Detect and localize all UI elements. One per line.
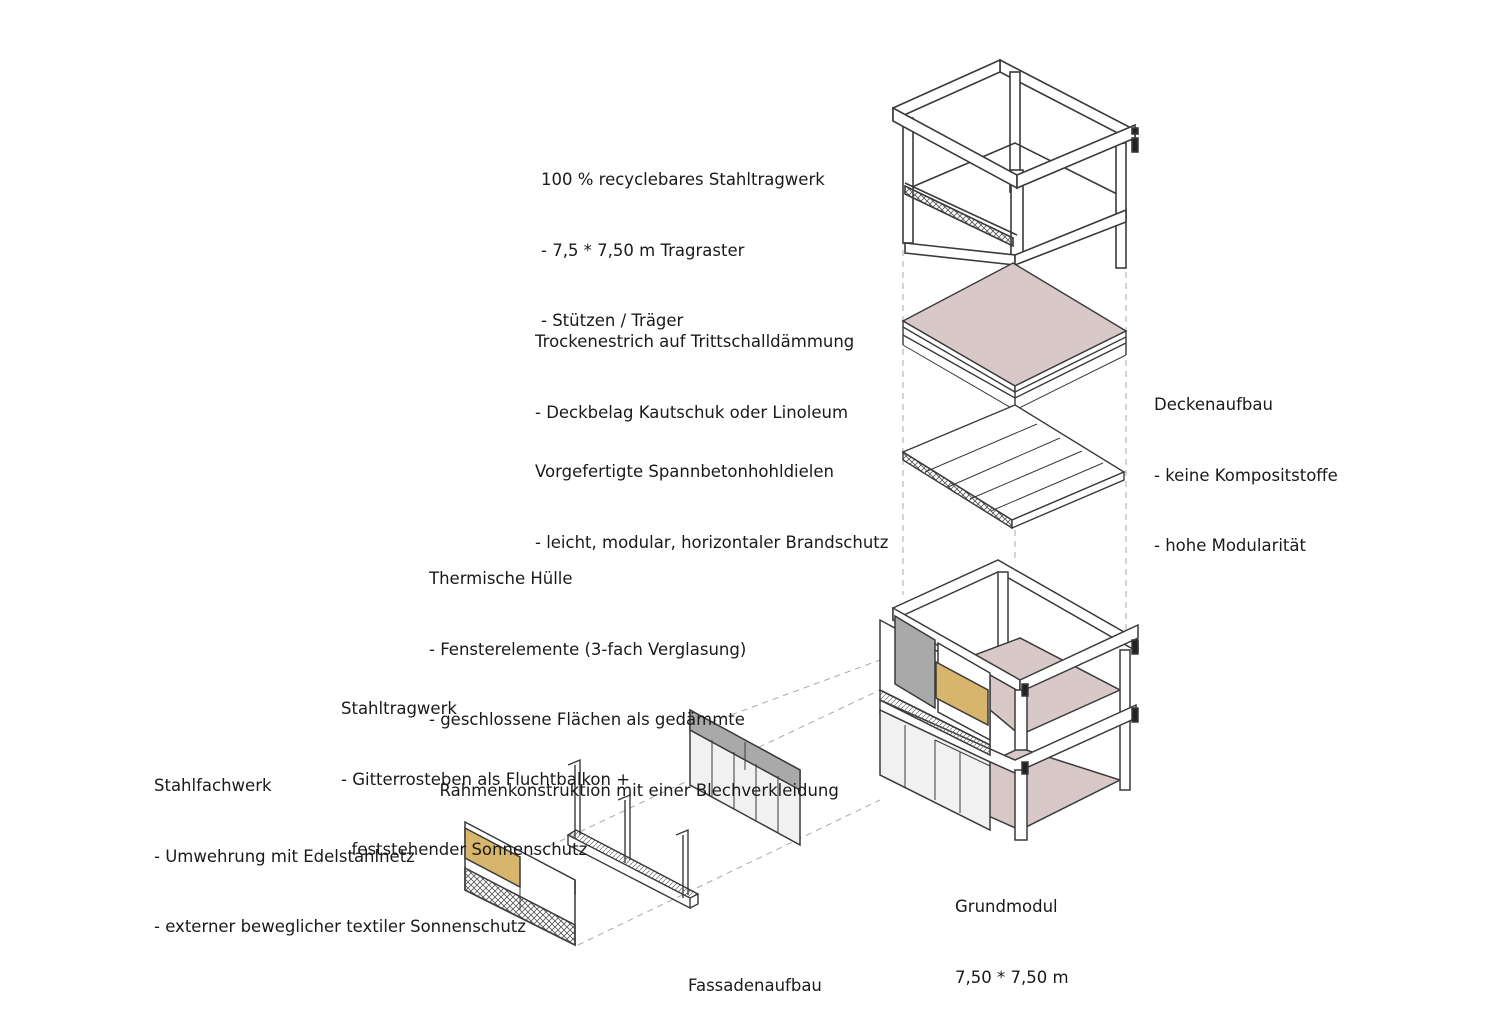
annotation-line: - leicht, modular, horizontaler Brandsch… bbox=[535, 532, 889, 552]
floor-finish-layer bbox=[901, 262, 1128, 411]
annotation-line: Rahmenkonstruktion mit einer Blechverkle… bbox=[429, 780, 839, 800]
annotation-line: 7,50 * 7,50 m bbox=[955, 967, 1069, 987]
window-element-panel bbox=[689, 708, 801, 847]
annotation-facade-build-up: Fassadenaufbau bbox=[688, 927, 822, 1035]
annotation-line: - externer beweglicher textiler Sonnensc… bbox=[154, 917, 526, 936]
annotation-line: - geschlossene Flächen als gedämmte bbox=[429, 710, 745, 729]
annotation-line: - Fensterelemente (3-fach Verglasung) bbox=[429, 639, 747, 659]
annotation-title: Fassadenaufbau bbox=[688, 976, 822, 995]
annotation-title: Trockenestrich auf Trittschalldämmung bbox=[535, 332, 855, 351]
annotation-title: Stahltragwerk bbox=[341, 699, 457, 718]
annotation-dry-screed: Trockenestrich auf Trittschalldämmung - … bbox=[535, 283, 854, 471]
annotation-line: feststehender Sonnenschutz bbox=[341, 840, 588, 859]
annotation-title: Deckenaufbau bbox=[1154, 395, 1273, 414]
annotation-line: - Umwehrung mit Edelstahlnetz bbox=[154, 846, 415, 866]
annotation-line: - Deckbelag Kautschuk oder Linoleum bbox=[535, 402, 849, 422]
annotation-line: - Gitterrosteben als Fluchtbalkon + bbox=[341, 769, 631, 789]
steel-frame-top bbox=[892, 58, 1139, 269]
annotation-ceiling-build-up: Deckenaufbau - keine Kompositstoffe - ho… bbox=[1154, 346, 1338, 605]
annotation-title: 100 % recyclebares Stahltragwerk bbox=[541, 170, 825, 189]
annotation-thermal-envelope: Thermische Hülle - Fensterelemente (3-fa… bbox=[429, 520, 839, 849]
hollow-core-slab-layer bbox=[901, 404, 1126, 530]
railing-sunshade-frame bbox=[464, 820, 576, 947]
annotation-title: Stahlfachwerk bbox=[154, 776, 272, 795]
balcony-steel-structure bbox=[566, 758, 700, 910]
base-module bbox=[879, 559, 1139, 841]
annotation-steel-truss: Stahlfachwerk - Umwehrung mit Edelstahln… bbox=[154, 727, 526, 986]
annotation-base-module: Grundmodul 7,50 * 7,50 m bbox=[955, 848, 1069, 1035]
annotation-steel-balcony: Stahltragwerk - Gitterrosteben als Fluch… bbox=[341, 650, 630, 909]
annotation-steel-structure: 100 % recyclebares Stahltragwerk - 7,5 *… bbox=[541, 121, 825, 380]
annotation-line: - hohe Modularität bbox=[1154, 536, 1306, 555]
annotation-hollow-core-slabs: Vorgefertigte Spannbetonhohldielen - lei… bbox=[535, 413, 888, 601]
annotation-title: Thermische Hülle bbox=[429, 569, 573, 588]
annotation-title: Vorgefertigte Spannbetonhohldielen bbox=[535, 462, 834, 481]
annotation-line: - keine Kompositstoffe bbox=[1154, 465, 1338, 485]
annotation-line: - Stützen / Träger bbox=[541, 311, 684, 330]
annotation-title: Grundmodul bbox=[955, 897, 1058, 916]
annotation-line: - 7,5 * 7,50 m Tragraster bbox=[541, 240, 745, 260]
